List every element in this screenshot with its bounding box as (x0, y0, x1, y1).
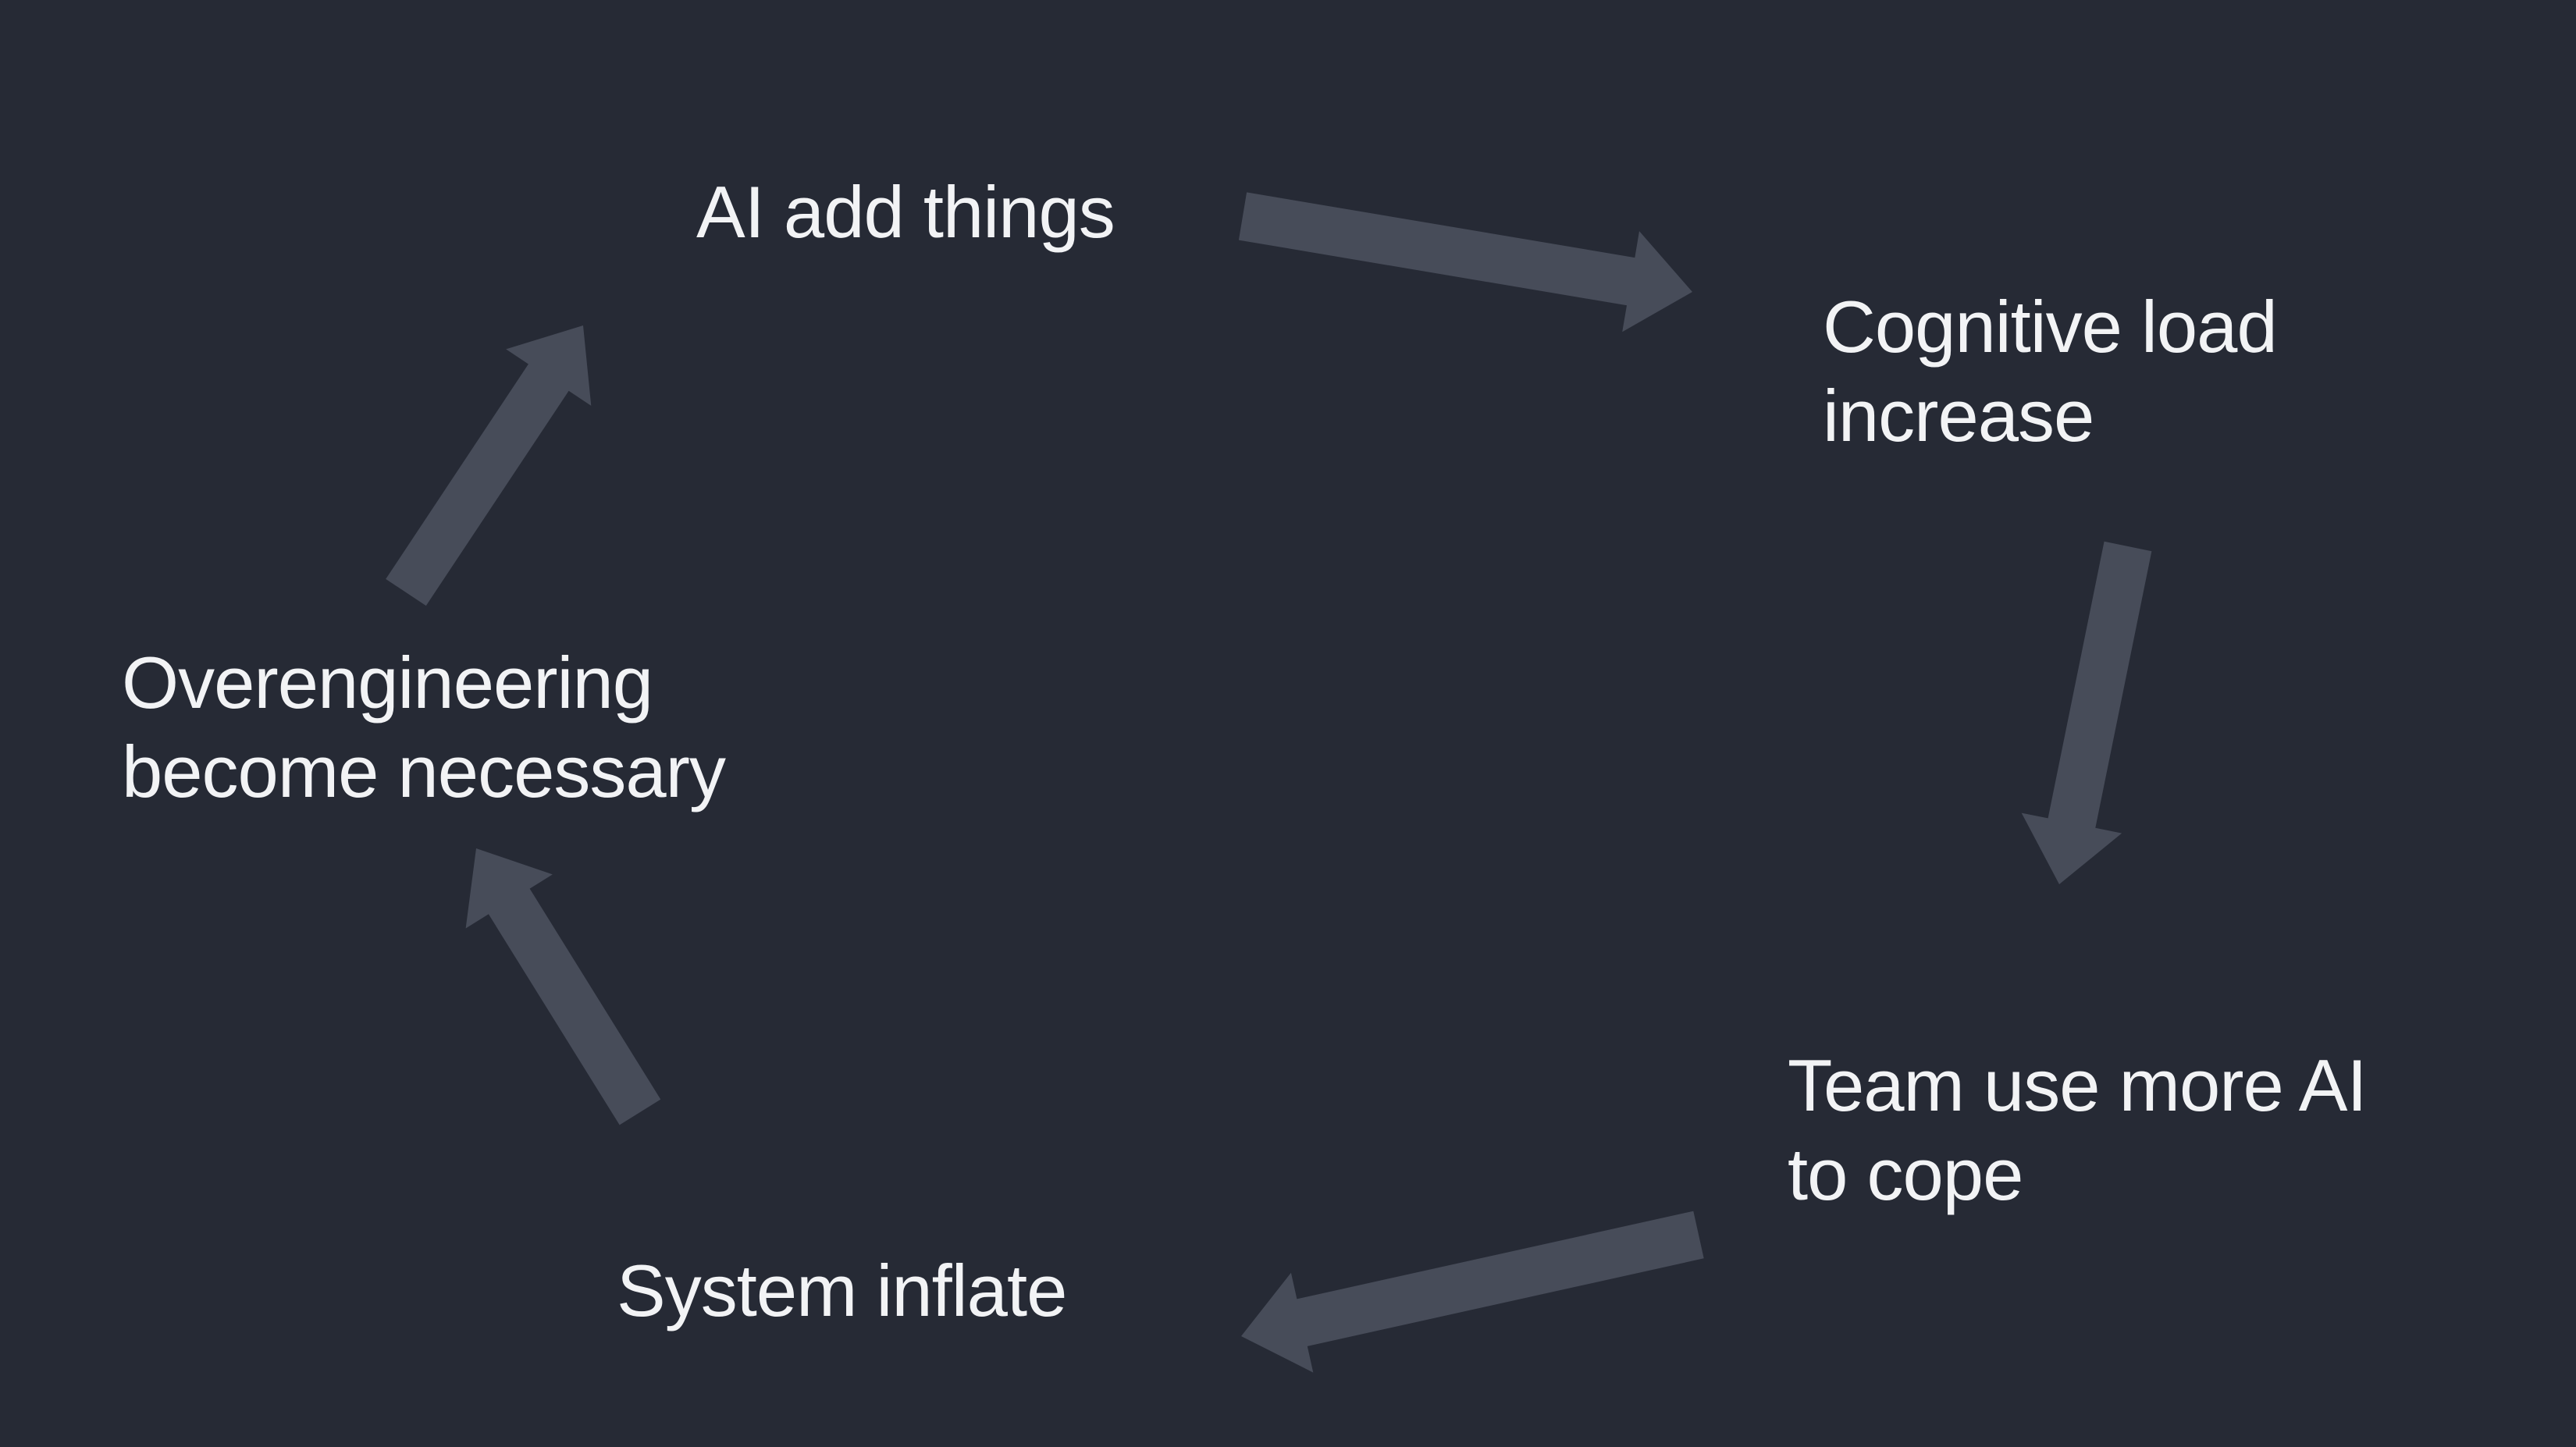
arrow-system-inflate-to-overengineering-become-necessary (465, 848, 661, 1125)
arrow-cognitive-load-increase-to-team-use-more-ai-to-cope (2021, 541, 2152, 884)
node-label-overengineering-become-necessary: Overengineering become necessary (122, 642, 726, 812)
arrow-overengineering-become-necessary-to-ai-add-things (386, 325, 592, 606)
node-label-system-inflate: System inflate (617, 1250, 1067, 1331)
node-label-cognitive-load-increase: Cognitive load increase (1823, 286, 2278, 457)
node-label-team-use-more-ai-to-cope: Team use more AI to cope (1788, 1044, 2368, 1215)
arrow-ai-add-things-to-cognitive-load-increase (1238, 192, 1692, 332)
arrow-team-use-more-ai-to-cope-to-system-inflate (1241, 1211, 1704, 1373)
node-label-ai-add-things: AI add things (696, 171, 1115, 253)
